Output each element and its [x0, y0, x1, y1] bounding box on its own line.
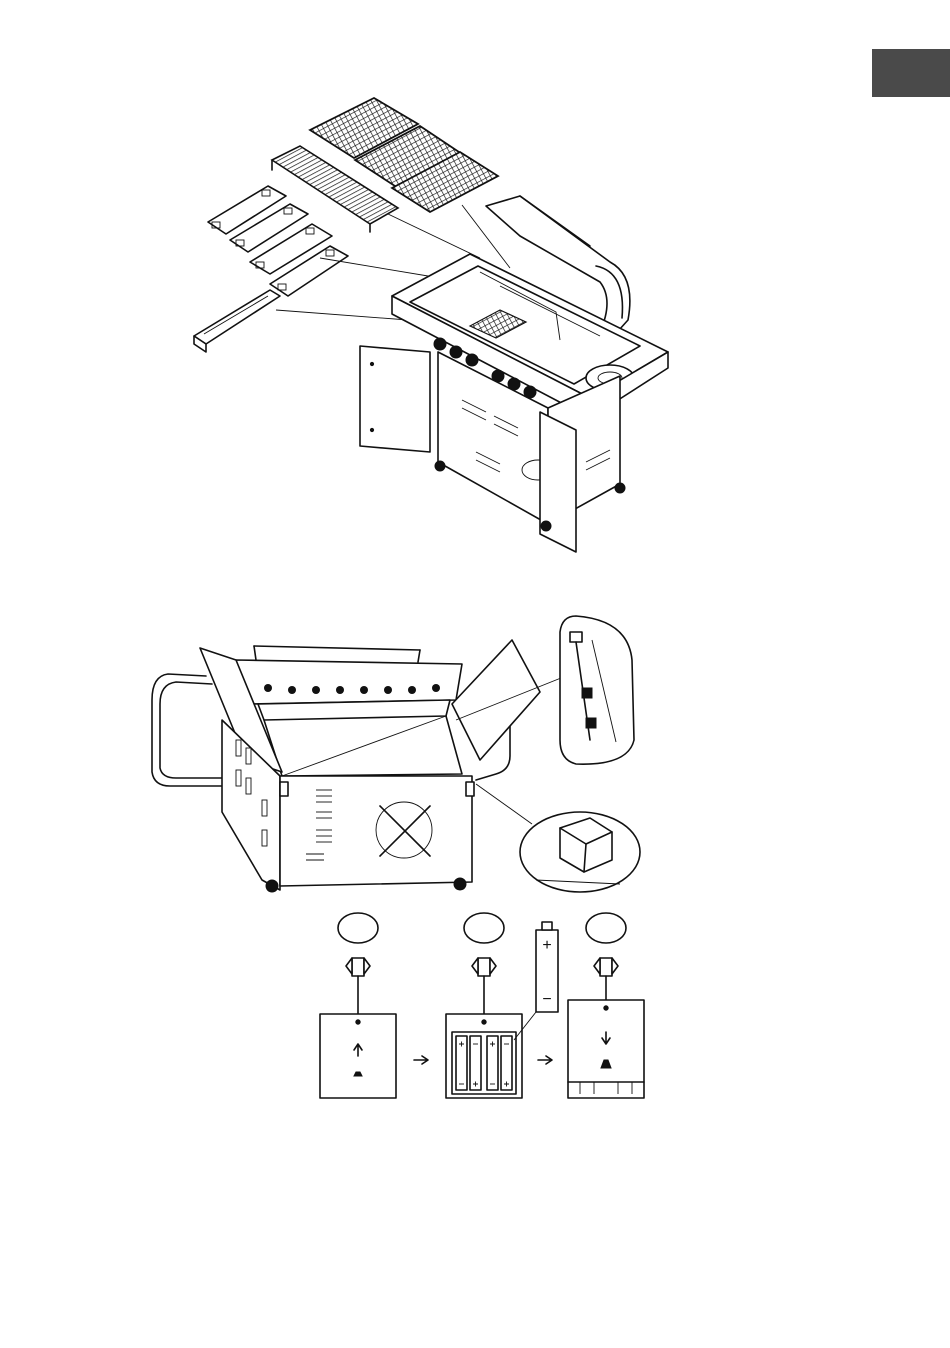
ignition-button-icon: [472, 958, 496, 976]
step-arrow-icon: [538, 1056, 552, 1064]
step-arrow-icon: [414, 1056, 428, 1064]
battery-icon: + −: [536, 922, 558, 1012]
battery-box-open-icon: [446, 1014, 522, 1098]
battery-bracket-detail-icon: [520, 812, 640, 892]
ignition-wire-detail-icon: [560, 616, 634, 764]
ignition-button-icon: [594, 958, 618, 976]
drip-tray-icon: [194, 290, 280, 352]
battery-box-closed-icon: [320, 1014, 396, 1098]
flame-tamer-icon: [208, 186, 348, 296]
grill-cart-icon: [152, 640, 540, 892]
step-3: [568, 913, 644, 1098]
battery-steps-figure: + −: [320, 913, 644, 1098]
battery-box-closing-icon: [568, 1000, 644, 1098]
svg-text:−: −: [542, 991, 551, 1008]
step-circle: [464, 913, 504, 943]
ignition-battery-figure: [152, 616, 640, 892]
svg-text:+: +: [542, 937, 551, 954]
step-1: [320, 913, 396, 1098]
ignition-button-icon: [346, 958, 370, 976]
step-2: + −: [446, 913, 558, 1098]
grill-body-icon: [360, 196, 668, 552]
step-circle: [586, 913, 626, 943]
step-circle: [338, 913, 378, 943]
exploded-grill-figure: [194, 98, 668, 552]
